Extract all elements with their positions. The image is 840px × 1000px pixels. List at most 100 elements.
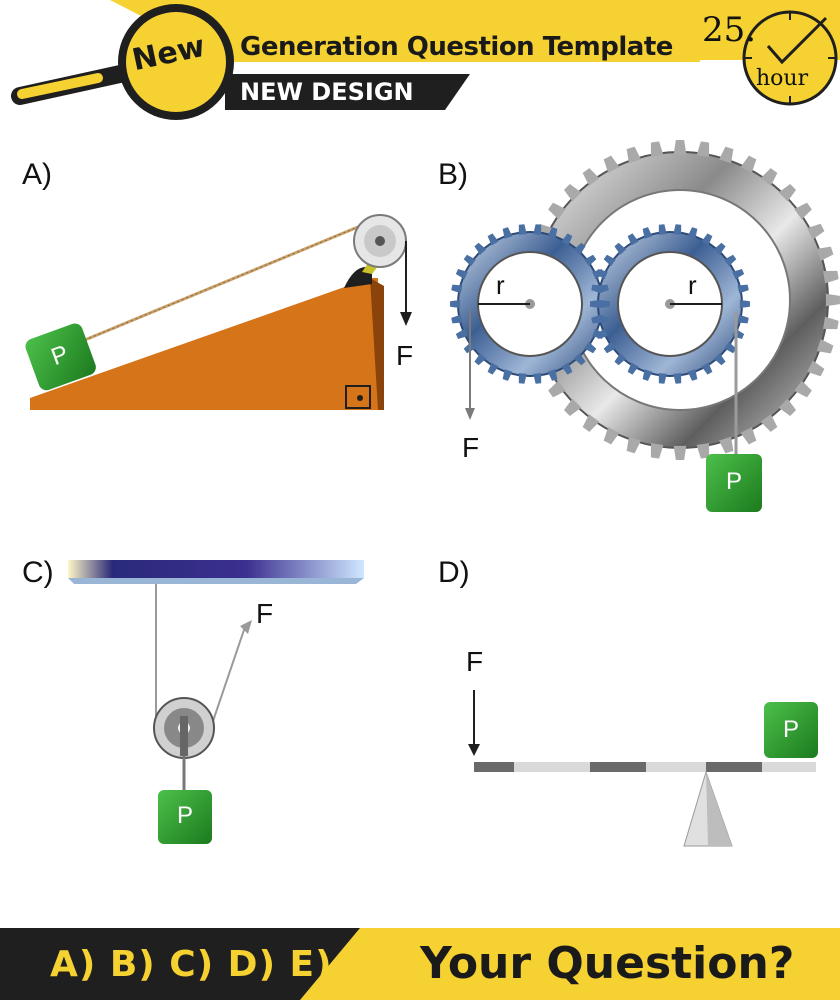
timer-unit: hour bbox=[756, 66, 809, 91]
gear-tooth bbox=[603, 254, 616, 267]
gear-tooth bbox=[584, 341, 597, 354]
gear-tooth bbox=[778, 183, 797, 202]
gear-tooth bbox=[737, 284, 749, 294]
panel-a-label: A) bbox=[22, 158, 52, 191]
gear-tooth bbox=[533, 373, 542, 384]
right-blue-gear bbox=[597, 231, 743, 377]
gear-tooth bbox=[687, 227, 698, 239]
gear-tooth bbox=[650, 443, 664, 459]
gear-tooth bbox=[673, 373, 682, 384]
gear-tooth bbox=[561, 362, 573, 375]
panel-d-label: D) bbox=[438, 556, 470, 589]
gear-tooth bbox=[518, 224, 527, 235]
gear-tooth bbox=[626, 146, 641, 164]
panel-d-force-label: F bbox=[466, 646, 484, 677]
gear-tooth bbox=[502, 227, 513, 239]
gear-tooth bbox=[584, 254, 597, 267]
gear-tooth bbox=[687, 369, 698, 381]
gear-tooth bbox=[502, 369, 513, 381]
panel-b-label: B) bbox=[438, 158, 468, 191]
gear-tooth bbox=[518, 373, 527, 384]
gear-tooth bbox=[563, 398, 582, 417]
gear-tooth bbox=[673, 445, 687, 460]
gear-tooth bbox=[658, 224, 667, 235]
footer-band bbox=[0, 928, 840, 1000]
gear-tooth bbox=[595, 268, 608, 280]
gear-tooth bbox=[533, 224, 542, 235]
gear-tooth bbox=[573, 353, 586, 366]
answer-options: A) B) C) D) E) bbox=[50, 944, 333, 985]
header-title: Generation Question Template bbox=[240, 32, 673, 62]
gear-tooth bbox=[591, 314, 603, 324]
gear-tooth bbox=[724, 254, 737, 267]
gear-tooth bbox=[590, 299, 601, 309]
gear-tooth bbox=[816, 246, 834, 261]
header-band bbox=[11, 0, 840, 120]
gear-tooth bbox=[547, 227, 558, 239]
gear-tooth bbox=[582, 414, 600, 432]
gear-tooth bbox=[732, 268, 745, 280]
gear-tooth bbox=[807, 223, 825, 240]
panel-b-radius-left: r bbox=[496, 270, 505, 300]
gear-tooth bbox=[719, 436, 734, 454]
gear-tooth bbox=[455, 268, 468, 280]
gear-tooth bbox=[701, 362, 713, 375]
gear-tooth bbox=[650, 141, 664, 157]
gear-tooth bbox=[778, 398, 797, 417]
gear-tooth bbox=[614, 242, 627, 255]
gear-tooth bbox=[450, 299, 461, 309]
gear-tooth bbox=[724, 341, 737, 354]
header-subtitle: NEW DESIGN bbox=[240, 78, 414, 106]
gear-tooth bbox=[474, 242, 487, 255]
gear-system bbox=[450, 140, 840, 512]
gear-tooth bbox=[627, 362, 639, 375]
gear-tooth bbox=[794, 380, 812, 398]
gear-tooth bbox=[739, 299, 750, 309]
panel-b-force-label: F bbox=[462, 432, 480, 463]
gear-tooth bbox=[463, 254, 476, 267]
gear-tooth bbox=[760, 414, 778, 432]
left-blue-gear bbox=[457, 231, 603, 377]
gear-tooth bbox=[474, 353, 487, 366]
gear-tooth bbox=[794, 202, 812, 220]
gear-tooth bbox=[713, 242, 726, 255]
gear-tooth bbox=[455, 328, 468, 340]
panel-c-weight-label: P bbox=[176, 802, 193, 829]
gear-tooth bbox=[816, 339, 834, 354]
gear-tooth bbox=[603, 341, 616, 354]
clock-icon bbox=[742, 10, 838, 106]
panel-c-force-label: F bbox=[256, 598, 274, 629]
gear-tooth bbox=[825, 293, 840, 307]
gear-tooth bbox=[547, 369, 558, 381]
pulley-system bbox=[68, 560, 364, 844]
gear-tooth bbox=[713, 353, 726, 366]
gear-tooth bbox=[737, 314, 749, 324]
gear-tooth bbox=[627, 233, 639, 246]
gear-tooth bbox=[548, 202, 566, 220]
gear-tooth bbox=[740, 155, 757, 173]
gear-teeth-blue bbox=[450, 224, 750, 384]
gear-tooth bbox=[701, 233, 713, 246]
gear-tooth bbox=[614, 353, 627, 366]
gear-tooth bbox=[603, 155, 620, 173]
gear-tooth bbox=[760, 168, 778, 186]
panel-b-weight-label: P bbox=[725, 468, 742, 495]
gear-tooth bbox=[807, 360, 825, 377]
gear-tooth bbox=[823, 316, 839, 330]
gear-tooth bbox=[626, 436, 641, 454]
gear-tooth bbox=[548, 380, 566, 398]
gear-tooth bbox=[719, 146, 734, 164]
gear-tooth bbox=[673, 140, 687, 155]
gear-tooth bbox=[561, 233, 573, 246]
gear-tooth bbox=[642, 227, 653, 239]
gear-tooth bbox=[740, 427, 757, 445]
gear-tooth bbox=[591, 284, 603, 294]
panel-a-force-label: F bbox=[396, 340, 414, 371]
gear-tooth bbox=[823, 270, 839, 284]
panel-c-label: C) bbox=[22, 556, 54, 589]
gear-tooth bbox=[696, 141, 710, 157]
lever-system bbox=[468, 690, 818, 847]
gear-tooth bbox=[451, 284, 463, 294]
gear-tooth bbox=[696, 443, 710, 459]
timer-value: 25. bbox=[702, 10, 757, 50]
